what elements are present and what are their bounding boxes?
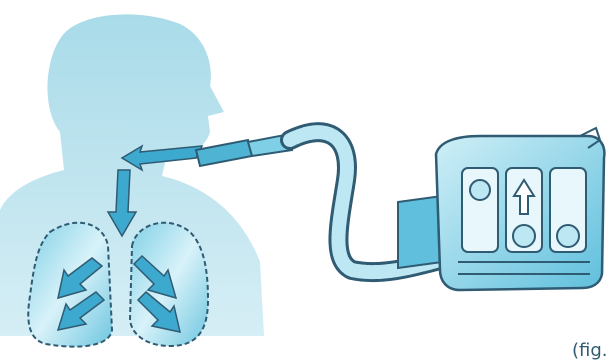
figure-caption: (fig.	[572, 340, 608, 361]
